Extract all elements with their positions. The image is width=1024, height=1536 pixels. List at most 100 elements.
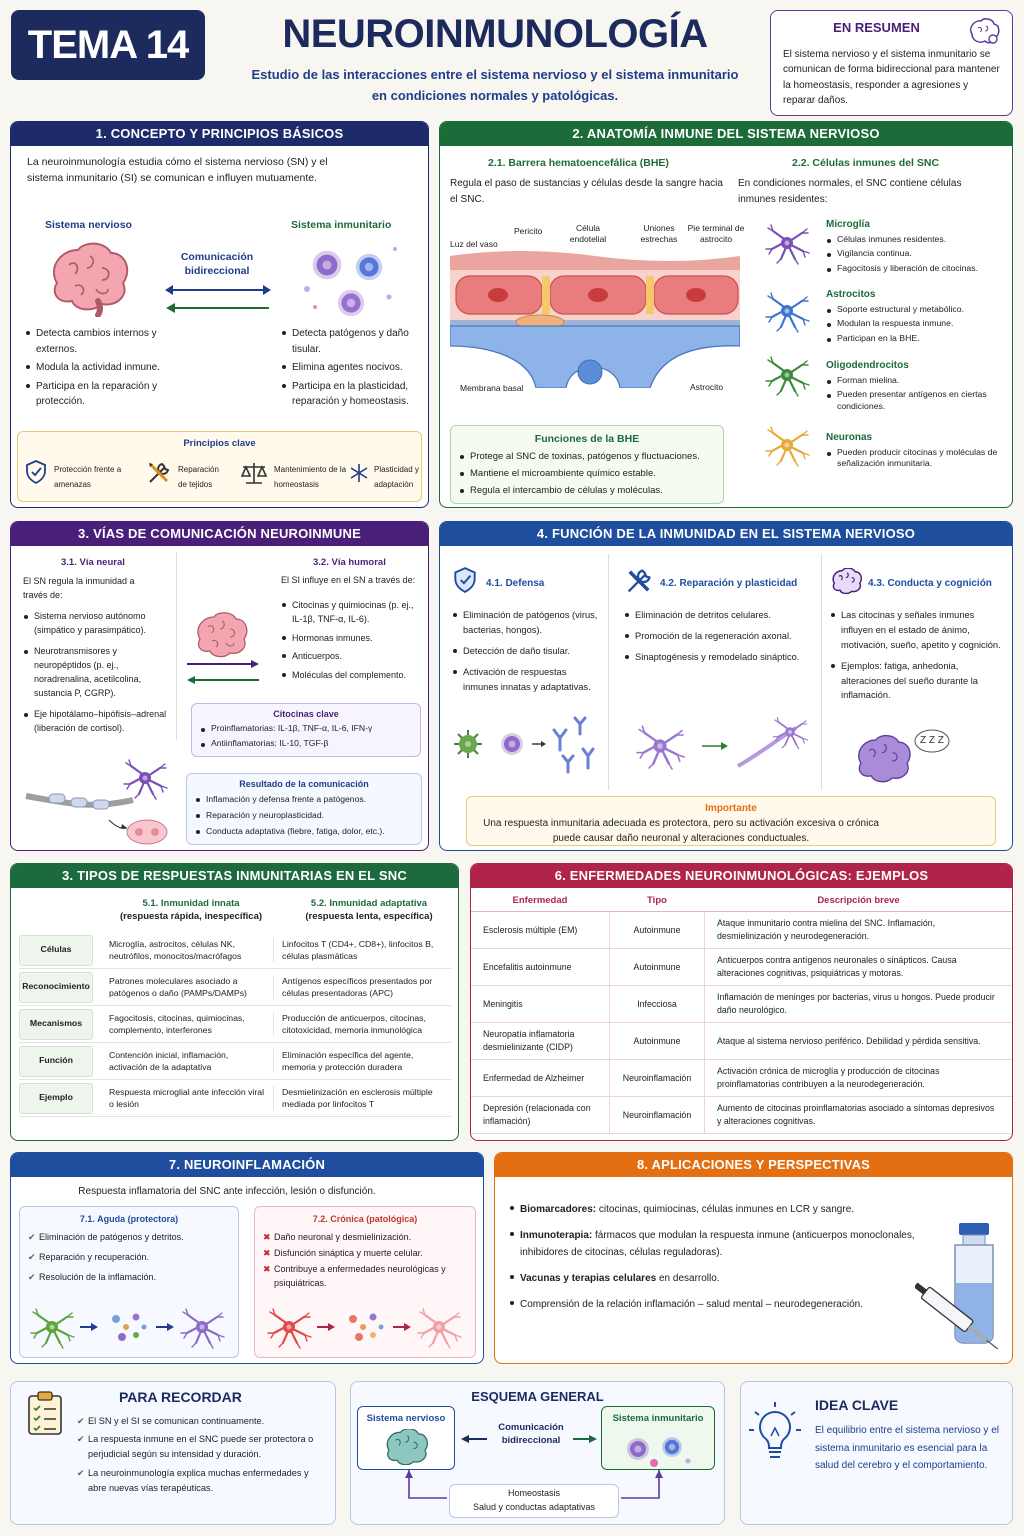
neuroinflamacion-intro: Respuesta inflamatoria del SNC ante infe… <box>78 1186 376 1197</box>
sn-item: Detecta cambios internos y externos. <box>25 326 165 357</box>
recordar-title: PARA RECORDAR <box>119 1389 242 1405</box>
defensa-title: 4.1. Defensa <box>486 578 545 589</box>
section-concepto: 1. CONCEPTO Y PRINCIPIOS BÁSICOS La neur… <box>10 121 429 508</box>
label-luz: Luz del vaso <box>450 239 498 249</box>
resultado-item: Inflamación y defensa frente a patógenos… <box>195 793 413 806</box>
tema-label: TEMA 14 <box>27 23 189 67</box>
label-astrocito: Astrocito <box>690 382 724 392</box>
neural-text: El SN regula la inmunidad a través de: <box>23 576 135 601</box>
tipos-row-label: Ejemplo <box>19 1082 93 1114</box>
cronica-list: Daño neuronal y desmielinización. Disfun… <box>263 1231 468 1294</box>
section-6-header: 6. ENFERMEDADES NEUROINMUNOLÓGICAS: EJEM… <box>471 864 1012 888</box>
cell-microglia: Microglía Células inmunes residentes.Vig… <box>826 218 1010 278</box>
innata-title: 5.1. Inmunidad innata <box>142 898 240 909</box>
neural-list: Sistema nervioso autónomo (simpático y p… <box>23 610 173 739</box>
humoral-item: Citocinas y quimiocinas (p. ej., IL-1β, … <box>281 598 426 627</box>
principios-box: Principios clave Protección frente a ame… <box>17 431 422 502</box>
resultado-box: Resultado de la comunicación Inflamación… <box>186 773 422 845</box>
funcion-item: Mantiene el microambiente químico establ… <box>459 467 715 481</box>
aguda-illustration <box>29 1307 226 1350</box>
adaptativa-title: 5.2. Inmunidad adaptativa <box>310 898 428 909</box>
innata-cell: Microglía, astrocitos, células NK, neutr… <box>109 938 242 961</box>
adaptativa-cell: Antígenos específicos presentados por cé… <box>273 974 451 1000</box>
enfermedad-tipo: Infecciosa <box>609 986 705 1022</box>
esquema-si-label: Sistema inmunitario <box>612 1413 704 1424</box>
conducta-item: Las citocinas y señales inmunes influyen… <box>830 608 1005 653</box>
enfermedad-name: Enfermedad de Alzheimer <box>483 1072 585 1083</box>
tipos-row-label: Función <box>19 1045 93 1077</box>
cells-title: 2.2. Células inmunes del SNC <box>792 157 940 169</box>
homeostasis-box: Homeostasis Salud y conductas adaptativa… <box>449 1484 619 1518</box>
microglia-icon <box>764 223 810 266</box>
recordar-box: PARA RECORDAR El SN y el SI se comunican… <box>10 1381 336 1525</box>
citocina-item: Antiinflamatorias: IL-10, TGF-β <box>200 738 412 750</box>
enfermedad-name: Esclerosis múltiple (EM) <box>483 924 578 935</box>
adaptativa-cell: Desmielinización en esclerosis múltiple … <box>273 1085 451 1111</box>
principio-label: Mantenimiento de la homeostasis <box>274 465 347 490</box>
aplicacion-bold: Biomarcadores: <box>520 1204 597 1215</box>
enfermedad-name: Meningitis <box>483 998 523 1009</box>
idea-text: El equilibrio entre el sistema nervioso … <box>815 1425 999 1471</box>
neural-item: Eje hipotálamo–hipófisis–adrenal (libera… <box>23 708 173 736</box>
idea-title: IDEA CLAVE <box>815 1397 899 1413</box>
citocinas-box: Citocinas clave Proinflamatorias: IL-1β,… <box>191 703 421 757</box>
oligodendrocyte-icon <box>764 355 810 398</box>
label-membrana: Membrana basal <box>460 383 524 393</box>
citocina-item: Proinflamatorias: IL-1β, TNF-α, IL-6, IF… <box>200 723 412 735</box>
esquema-si-box: Sistema inmunitario <box>601 1406 715 1470</box>
col-descripcion: Descripción breve <box>817 895 900 906</box>
defensa-illustration <box>453 716 595 774</box>
principio-label: Plasticidad y adaptación <box>374 465 419 490</box>
cell-item: Fagocitosis y liberación de citocinas. <box>826 263 1010 275</box>
reparacion-item: Sinaptogénesis y remodelado sináptico. <box>624 650 814 665</box>
page-header: NEUROINMUNOLOGÍA Estudio de las interacc… <box>220 8 770 104</box>
enfermedad-descripcion: Aumento de citocinas proinflamatorias as… <box>717 1103 995 1126</box>
defensa-item: Activación de respuestas inmunes innatas… <box>452 665 602 695</box>
aguda-list: Eliminación de patógenos y detritos. Rep… <box>28 1231 233 1288</box>
resultado-item: Conducta adaptativa (fiebre, fatiga, dol… <box>195 825 413 838</box>
label-uniones: Uniones estrechas <box>640 223 678 245</box>
innata-subtitle: (respuesta rápida, inespecífica) <box>119 910 263 922</box>
section-funcion: 4. FUNCIÓN DE LA INMUNIDAD EN EL SISTEMA… <box>439 521 1013 851</box>
principios-title: Principios clave <box>183 438 256 449</box>
zzz-text: Z Z Z <box>920 735 944 746</box>
idea-clave-box: IDEA CLAVE El equilibrio entre el sistem… <box>740 1381 1013 1525</box>
homeostasis-sublabel: Salud y conductas adaptativas <box>472 1501 596 1512</box>
immune-cells-illustration <box>304 247 397 317</box>
cell-astrocitos: Astrocitos Soporte estructural y metaból… <box>826 288 1010 348</box>
humoral-item: Hormonas inmunes. <box>281 631 426 645</box>
funciones-bhe-box: Funciones de la BHE Protege al SNC de to… <box>450 425 724 504</box>
aguda-item: Resolución de la inflamación. <box>28 1271 233 1285</box>
aplicacion-item: Biomarcadores: citocinas, quimiocinas, c… <box>509 1201 949 1218</box>
enfermedad-row: Depresión (relacionada con inflamación)N… <box>471 1097 1012 1134</box>
recordar-list: El SN y el SI se comunican continuamente… <box>77 1414 329 1499</box>
shield-icon <box>26 460 46 485</box>
aplicacion-text: Comprensión de la relación inflamación –… <box>520 1299 863 1310</box>
resumen-box: EN RESUMEN El sistema nervioso y el sist… <box>770 10 1013 116</box>
cells-text: En condiciones normales, el SNC contiene… <box>738 178 962 205</box>
esquema-sn-box: Sistema nervioso <box>357 1406 455 1470</box>
page-subtitle-2: en condiciones normales y patológicas. <box>371 87 619 103</box>
adaptativa-cell: Eliminación específica del agente, memor… <box>273 1048 451 1074</box>
humoral-list: Citocinas y quimiocinas (p. ej., IL-1β, … <box>281 598 426 685</box>
recordar-item: La respuesta inmune en el SNC puede ser … <box>77 1432 329 1462</box>
si-item: Elimina agentes nocivos. <box>281 360 421 376</box>
cell-item: Pueden producir citocinas y moléculas de… <box>826 447 1010 470</box>
resumen-text: El sistema nervioso y el sistema inmunit… <box>783 48 1000 107</box>
label-pie: Pie terminal de astrocito <box>687 223 745 245</box>
reparacion-item: Eliminación de detritos celulares. <box>624 608 814 623</box>
principio-label: Protección frente a amenazas <box>54 465 122 490</box>
section-5-header: 3. TIPOS DE RESPUESTAS INMUNITARIAS EN E… <box>11 864 458 888</box>
enfermedad-tipo: Autoinmune <box>609 949 705 985</box>
syringe-vial-icon <box>915 1223 999 1350</box>
tipos-row-label: Reconocimiento <box>19 971 93 1003</box>
section-1-header: 1. CONCEPTO Y PRINCIPIOS BÁSICOS <box>11 122 428 146</box>
section-vias: 3. VÍAS DE COMUNICACIÓN NEUROINMUNE 3.1.… <box>10 521 429 851</box>
reparacion-list: Eliminación de detritos celulares. Promo… <box>624 608 814 668</box>
